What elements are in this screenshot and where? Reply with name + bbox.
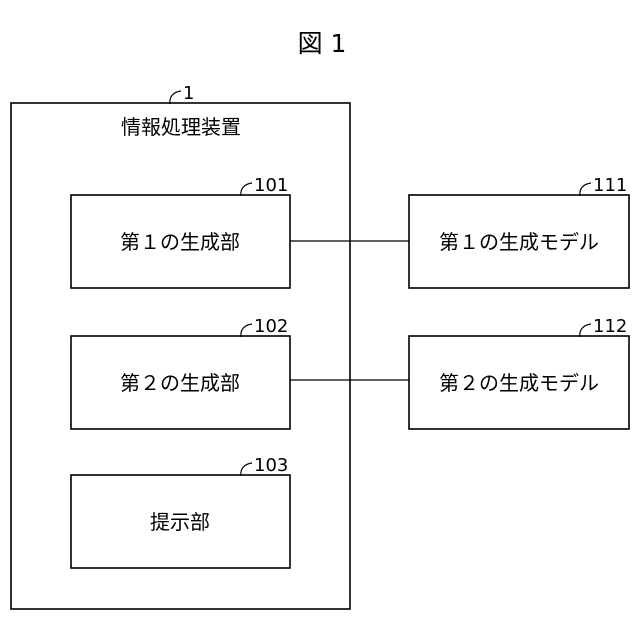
device-label: 情報処理装置 xyxy=(121,115,241,139)
model-ref-number-111: 111 xyxy=(593,175,627,196)
model-box-111: 第１の生成モデル 111 xyxy=(409,175,629,288)
component-ref-number-102: 102 xyxy=(254,316,288,337)
component-ref-number-103: 103 xyxy=(254,455,288,476)
component-label-101: 第１の生成部 xyxy=(120,230,240,254)
component-ref-number-101: 101 xyxy=(254,175,288,196)
model-ref-leader-112 xyxy=(580,324,591,337)
model-ref-leader-111 xyxy=(580,183,591,196)
device-ref-number: 1 xyxy=(183,83,194,104)
device-ref-leader xyxy=(170,91,181,104)
component-label-103: 提示部 xyxy=(150,510,210,534)
model-ref-number-112: 112 xyxy=(593,316,627,337)
model-label-111: 第１の生成モデル xyxy=(439,230,599,254)
model-label-112: 第２の生成モデル xyxy=(439,371,599,395)
model-box-112: 第２の生成モデル 112 xyxy=(409,316,629,429)
figure-title: 図 1 xyxy=(298,29,347,58)
component-label-102: 第２の生成部 xyxy=(120,371,240,395)
